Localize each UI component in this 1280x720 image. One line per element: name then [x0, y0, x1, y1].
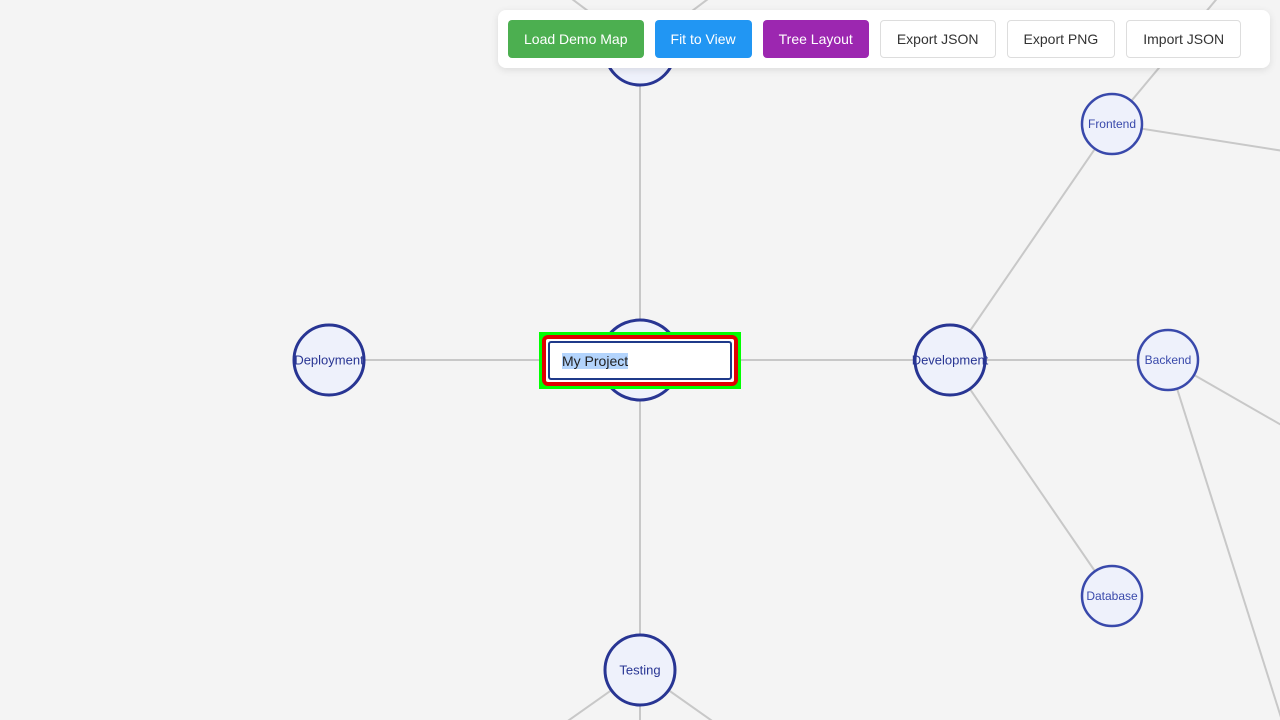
export-json-button[interactable]: Export JSON: [879, 20, 996, 58]
toolbar: Load Demo Map Fit to View Tree Layout Ex…: [498, 10, 1270, 68]
edge-backend-down: [1167, 359, 1280, 718]
node-backend-label: Backend: [1145, 353, 1192, 367]
node-testing-label: Testing: [619, 663, 660, 678]
node-development[interactable]: Development: [912, 323, 989, 397]
node-database[interactable]: Database: [1080, 564, 1144, 628]
node-name-input-value: My Project: [562, 352, 629, 369]
node-deployment[interactable]: Deployment: [292, 323, 366, 397]
node-edit-focus-ring: My Project: [542, 335, 738, 386]
load-demo-map-button[interactable]: Load Demo Map: [508, 20, 644, 58]
node-development-label: Development: [912, 353, 989, 368]
edge-development-frontend: [949, 123, 1113, 361]
node-frontend-label: Frontend: [1088, 117, 1136, 131]
node-name-input[interactable]: My Project: [548, 341, 732, 380]
export-png-button[interactable]: Export PNG: [1006, 20, 1116, 58]
edge-development-database: [949, 359, 1113, 597]
node-database-label: Database: [1086, 589, 1138, 603]
node-testing[interactable]: Testing: [603, 633, 677, 707]
node-edit-highlight: My Project: [539, 332, 741, 389]
node-deployment-label: Deployment: [294, 353, 364, 368]
fit-to-view-button[interactable]: Fit to View: [654, 20, 752, 58]
tree-layout-button[interactable]: Tree Layout: [762, 20, 869, 58]
import-json-button[interactable]: Import JSON: [1126, 20, 1242, 58]
node-backend[interactable]: Backend: [1136, 328, 1200, 392]
node-frontend[interactable]: Frontend: [1080, 92, 1144, 156]
